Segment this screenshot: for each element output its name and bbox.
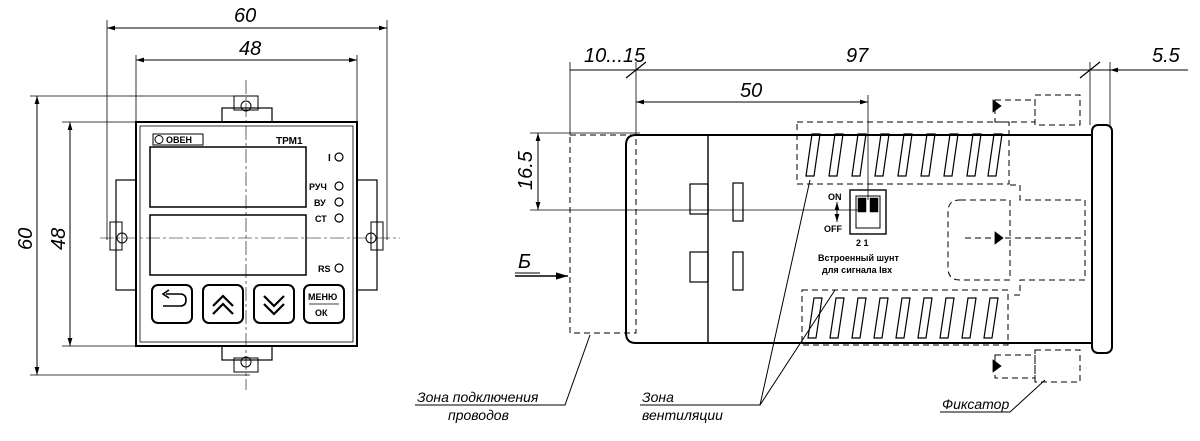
vent-slots-top	[805, 133, 1003, 177]
dip-switch	[849, 189, 887, 235]
dim-total-depth: 97	[846, 45, 869, 67]
chevron-up-icon	[212, 294, 234, 307]
wire-zone-label-line1: Зона подключения	[417, 389, 539, 405]
dim-inner-height: 48	[48, 228, 70, 250]
up-button	[202, 284, 244, 324]
indicator-label: RS	[318, 264, 331, 274]
chevron-down-icon	[263, 295, 285, 308]
leader-latch	[940, 379, 1046, 413]
led-indicator	[334, 263, 344, 273]
led-indicator	[334, 152, 344, 162]
wire-connection-zone	[569, 134, 637, 334]
shunt-label-line1: Встроенный шунт	[818, 253, 899, 263]
leader-wire-zone	[545, 334, 591, 406]
dim-outer-width: 60	[234, 5, 256, 27]
dim-switch-pos: 50	[740, 80, 762, 102]
front-bezel	[1091, 124, 1113, 354]
wire-zone-label-line2: проводов	[448, 407, 509, 423]
indicator-label: I	[328, 153, 331, 164]
menu-button-label: МЕНЮ	[308, 292, 337, 302]
indicator-label: СТ	[315, 214, 327, 224]
device-front-panel	[135, 121, 358, 347]
down-button	[253, 284, 295, 324]
led-indicator	[334, 181, 344, 191]
device-body	[625, 134, 1093, 344]
dim-front-depth: 5.5	[1152, 45, 1181, 67]
dim-outer-height: 60	[15, 228, 37, 250]
back-button	[151, 284, 193, 324]
led-indicator	[334, 197, 344, 207]
vent-zone-label-line2: вентиляции	[642, 407, 723, 423]
menu-ok-button	[303, 284, 345, 324]
back-arrow-icon	[163, 293, 187, 307]
vent-zone-bottom	[801, 289, 1009, 346]
view-label: Б	[518, 251, 531, 273]
front-view	[30, 20, 400, 390]
logo-text: ОВЕН	[166, 135, 192, 145]
indicator-label: РУЧ	[309, 182, 327, 192]
leader-vent-zone	[640, 179, 811, 406]
indicator-label: ВУ	[314, 198, 326, 208]
vent-zone-top	[796, 121, 1010, 185]
dim-wire-zone: 10...15	[584, 45, 646, 67]
shunt-label-line2: для сигнала Iвх	[822, 265, 892, 275]
led-indicator	[334, 213, 344, 223]
logo-frame	[152, 133, 204, 146]
latch-label: Фиксатор	[942, 396, 1009, 412]
dim-inner-width: 48	[239, 38, 261, 60]
ok-button-label: ОК	[315, 308, 328, 318]
vent-zone-label-line1: Зона	[642, 389, 674, 405]
switch-off-label: OFF	[824, 224, 842, 234]
side-view	[415, 61, 1188, 413]
dim-vertical: 16.5	[515, 150, 537, 190]
switch-on-label: ON	[828, 192, 842, 202]
vent-slots-bottom	[807, 297, 999, 339]
lower-display	[149, 214, 307, 276]
upper-display	[149, 146, 307, 208]
model-label: ТРМ1	[276, 136, 303, 147]
switch-numbers: 2 1	[856, 238, 869, 248]
